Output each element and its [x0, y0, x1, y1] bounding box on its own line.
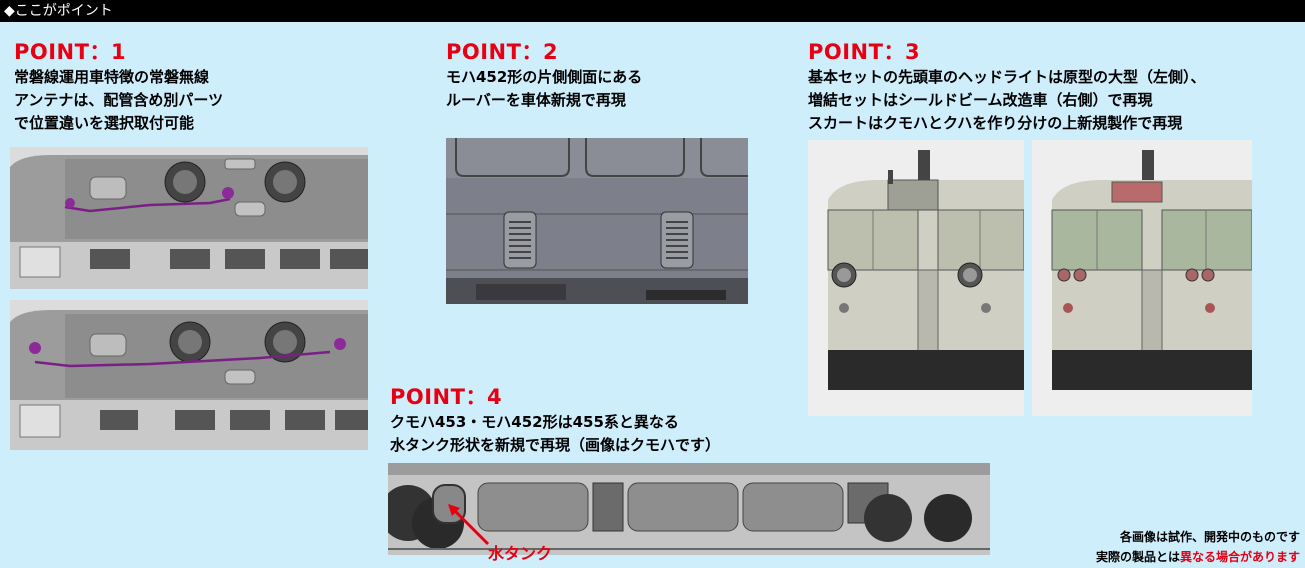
- note-line-2-prefix: 実際の製品とは: [1095, 550, 1180, 564]
- note-line-2-red: 異なる場合があります: [1179, 550, 1300, 564]
- point-4-title: POINT：4: [390, 385, 503, 409]
- note-line-1: 各画像は試作、開発中のものです: [1119, 530, 1300, 544]
- header-title: ◆ここがポイント: [4, 3, 113, 19]
- point-1-title: POINT：1: [14, 40, 127, 64]
- point-3-title: POINT：3: [808, 40, 921, 64]
- louver-image: [446, 138, 748, 304]
- point-3-desc: 基本セットの先頭車のヘッドライトは原型の大型（左側）、 増結セットはシールドビー…: [808, 68, 1206, 132]
- point-4-desc: クモハ453・モハ452形は455系と異なる 水タンク形状を新規で再現（画像はク…: [390, 413, 721, 454]
- water-tank-label: 水タンク: [488, 544, 553, 563]
- note-line-2: 実際の製品とは異なる場合があります: [1096, 548, 1300, 565]
- headlight-large-image: [808, 140, 1024, 416]
- water-tank-image: [388, 463, 990, 555]
- water-tank-arrow: [448, 504, 490, 546]
- headlight-sealed-beam-image: [1032, 140, 1252, 416]
- point-1-desc: 常磐線運用車特徴の常磐無線 アンテナは、配管含め別パーツ で位置違いを選択取付可…: [14, 68, 224, 132]
- point-2-title: POINT：2: [446, 40, 559, 64]
- roof-antenna-image-bottom: [10, 300, 368, 450]
- roof-antenna-image-top: [10, 147, 368, 289]
- point-2-desc: モハ452形の片側側面にある ルーバーを車体新規で再現: [446, 68, 643, 109]
- header-bar: ◆ここがポイント: [0, 0, 1305, 22]
